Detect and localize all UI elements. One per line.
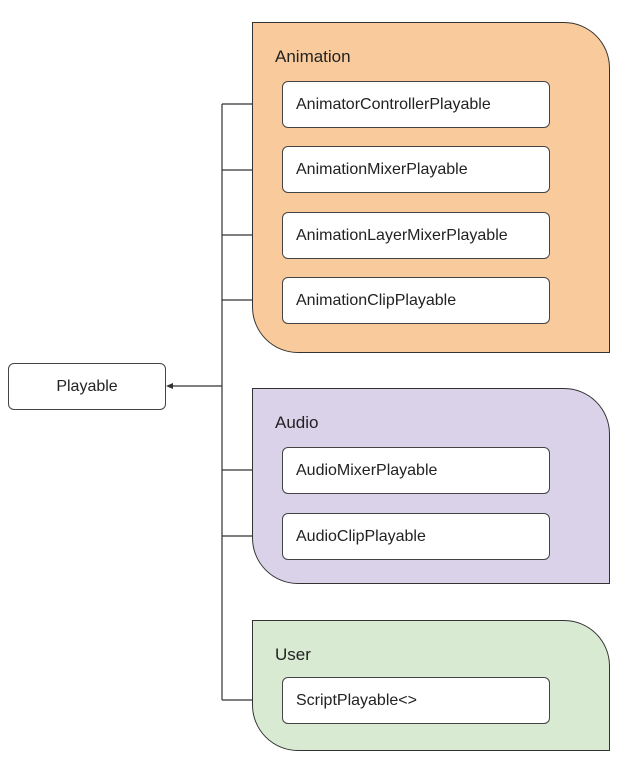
class-node-animator-controller-playable[interactable]: AnimatorControllerPlayable — [282, 81, 550, 128]
root-node-playable[interactable]: Playable — [8, 363, 166, 410]
class-node-animation-clip-playable[interactable]: AnimationClipPlayable — [282, 277, 550, 324]
class-node-animation-layer-mixer-playable[interactable]: AnimationLayerMixerPlayable — [282, 212, 550, 259]
group-label: User — [275, 645, 311, 664]
class-node-animation-mixer-playable[interactable]: AnimationMixerPlayable — [282, 146, 550, 193]
arrowhead-icon — [166, 383, 173, 389]
group-label: Animation — [275, 47, 351, 66]
class-node-audio-mixer-playable[interactable]: AudioMixerPlayable — [282, 447, 550, 494]
class-node-audio-clip-playable[interactable]: AudioClipPlayable — [282, 513, 550, 560]
class-node-script-playable[interactable]: ScriptPlayable<> — [282, 677, 550, 724]
group-label: Audio — [275, 413, 319, 432]
